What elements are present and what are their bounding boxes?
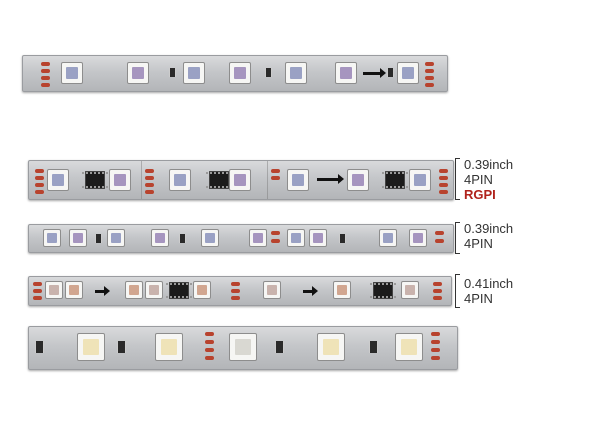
direction-arrow-icon bbox=[95, 286, 110, 296]
direction-arrow-icon bbox=[303, 286, 318, 296]
led-icon bbox=[285, 62, 307, 84]
led-icon bbox=[109, 169, 131, 191]
led-icon bbox=[229, 169, 251, 191]
led-strip-3 bbox=[28, 224, 454, 253]
led-icon bbox=[335, 62, 357, 84]
led-icon bbox=[61, 62, 83, 84]
pin-count: 4PIN bbox=[464, 236, 493, 251]
led-icon bbox=[317, 333, 345, 361]
strip-width: 0.39inch bbox=[464, 157, 514, 172]
led-icon bbox=[127, 62, 149, 84]
led-icon bbox=[229, 333, 257, 361]
pin-count: 4PIN bbox=[464, 172, 493, 187]
strip-width: 0.41inch bbox=[464, 276, 514, 291]
ic-chip-icon bbox=[370, 282, 396, 299]
pin-count: 4PIN bbox=[464, 291, 493, 306]
led-icon bbox=[309, 229, 327, 247]
ic-chip-icon bbox=[206, 171, 232, 189]
led-icon bbox=[409, 229, 427, 247]
direction-arrow-icon bbox=[363, 68, 386, 78]
led-icon bbox=[107, 229, 125, 247]
ic-chip-icon bbox=[382, 171, 408, 189]
spec-label-2: 0.39inch 4PIN bbox=[464, 221, 513, 251]
led-icon bbox=[229, 62, 251, 84]
led-icon bbox=[145, 281, 163, 299]
led-icon bbox=[65, 281, 83, 299]
led-strip-4 bbox=[28, 276, 452, 306]
led-icon bbox=[193, 281, 211, 299]
direction-arrow-icon bbox=[317, 174, 344, 184]
led-strip-2 bbox=[28, 160, 454, 200]
led-icon bbox=[43, 229, 61, 247]
led-icon bbox=[45, 281, 63, 299]
led-icon bbox=[287, 169, 309, 191]
led-icon bbox=[183, 62, 205, 84]
led-icon bbox=[155, 333, 183, 361]
led-strip-5 bbox=[28, 326, 458, 370]
led-icon bbox=[201, 229, 219, 247]
led-strip-1 bbox=[22, 55, 448, 92]
spec-label-1: 0.39inch 4PIN RGPI bbox=[464, 157, 513, 202]
ic-chip-icon bbox=[82, 171, 108, 189]
spec-bracket bbox=[455, 222, 460, 254]
led-icon bbox=[333, 281, 351, 299]
led-icon bbox=[47, 169, 69, 191]
spec-label-3: 0.41inch 4PIN bbox=[464, 276, 513, 306]
led-icon bbox=[69, 229, 87, 247]
led-icon bbox=[169, 169, 191, 191]
led-icon bbox=[125, 281, 143, 299]
led-icon bbox=[151, 229, 169, 247]
led-icon bbox=[249, 229, 267, 247]
led-icon bbox=[395, 333, 423, 361]
chip-type: RGPI bbox=[464, 187, 496, 202]
strip-width: 0.39inch bbox=[464, 221, 514, 236]
led-icon bbox=[379, 229, 397, 247]
led-icon bbox=[409, 169, 431, 191]
led-icon bbox=[397, 62, 419, 84]
spec-bracket bbox=[455, 274, 460, 308]
led-icon bbox=[77, 333, 105, 361]
led-icon bbox=[347, 169, 369, 191]
led-icon bbox=[287, 229, 305, 247]
led-icon bbox=[263, 281, 281, 299]
spec-bracket bbox=[455, 158, 460, 200]
ic-chip-icon bbox=[166, 282, 192, 299]
led-icon bbox=[401, 281, 419, 299]
